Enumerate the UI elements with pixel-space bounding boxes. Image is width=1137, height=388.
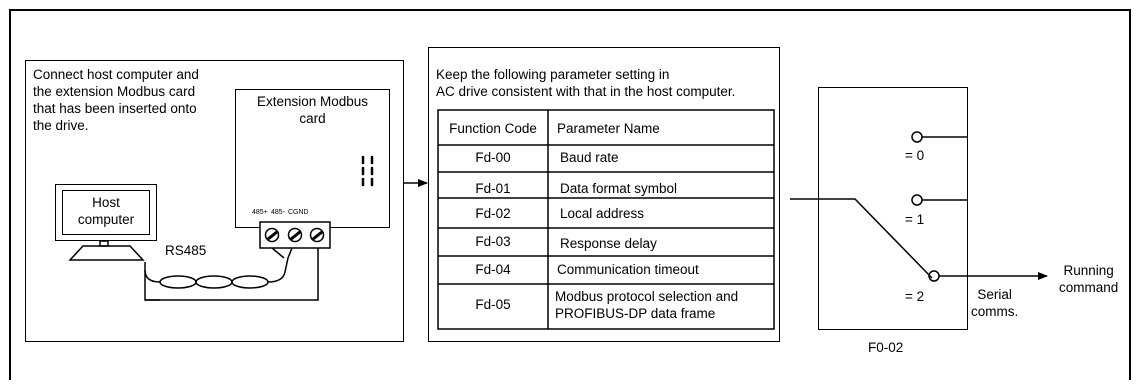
host-label-line: computer [77, 212, 135, 227]
table-cell-name: Data format symbol [560, 181, 678, 196]
switch-box [818, 87, 968, 330]
host-computer-screen [62, 190, 150, 235]
table-cell-name: Response delay [560, 236, 657, 251]
diagram-frame [9, 9, 1131, 380]
host-computer-label: Host computer [62, 194, 150, 228]
connection-text-line: the drive. [33, 118, 89, 133]
table-cell-code: Fd-03 [475, 234, 511, 249]
connection-text: Connect host computer and the extension … [33, 66, 199, 134]
running-command-label: Running command [1059, 262, 1118, 296]
table-cell-code: Fd-02 [475, 206, 511, 221]
host-label-line: Host [92, 195, 120, 210]
card-vent-slots [361, 155, 374, 187]
table-cell-name: Baud rate [560, 150, 619, 165]
switch-position-1-label: = 1 [905, 212, 925, 227]
connection-text-line: Connect host computer and [33, 67, 199, 82]
terminal-label-485minus: 485- [271, 209, 286, 216]
parameter-intro-line: AC drive consistent with that in the hos… [436, 84, 736, 99]
serial-comms-label: Serial comms. [971, 286, 1018, 320]
table-cell-name-line: PROFIBUS-DP data frame [555, 306, 716, 321]
table-cell-code: Fd-00 [475, 150, 511, 165]
table-cell-name: Modbus protocol selection and PROFIBUS-D… [555, 288, 738, 322]
connection-text-line: that has been inserted onto [33, 101, 197, 116]
table-cell-code: Fd-04 [475, 262, 511, 277]
switch-position-0-label: = 0 [905, 148, 925, 163]
switch-contacts [911, 131, 967, 282]
parameter-box [428, 47, 780, 342]
host-computer-stand [68, 240, 145, 261]
table-cell-name: Communication timeout [557, 262, 699, 277]
table-cell-name-line: Modbus protocol selection and [555, 289, 739, 304]
running-label-line: command [1059, 280, 1119, 295]
switch-lever [790, 198, 933, 279]
serial-label-line: comms. [971, 304, 1019, 319]
card-label-line: card [299, 111, 326, 126]
table-header-name: Parameter Name [557, 121, 660, 136]
table-header-code: Function Code [449, 121, 537, 136]
rs485-cable [144, 247, 319, 301]
connection-text-line: the extension Modbus card [33, 84, 196, 99]
card-label: Extension Modbus card [235, 93, 390, 127]
table-cell-code: Fd-01 [475, 181, 511, 196]
running-label-line: Running [1063, 263, 1114, 278]
terminal-label-cgnd: CGND [288, 209, 309, 216]
f0-02-label: F0-02 [868, 340, 904, 355]
switch-position-2-label: = 2 [905, 289, 925, 304]
parameter-table [437, 109, 775, 330]
parameter-intro-line: Keep the following parameter setting in [436, 67, 670, 82]
table-cell-code: Fd-05 [475, 297, 511, 312]
table-cell-name: Local address [560, 206, 645, 221]
rs485-label: RS485 [165, 243, 207, 258]
terminal-label-485plus: 485+ [252, 209, 268, 216]
parameter-intro: Keep the following parameter setting in … [436, 66, 735, 100]
terminal-block [259, 221, 331, 249]
card-label-line: Extension Modbus [256, 94, 369, 109]
serial-label-line: Serial [977, 287, 1012, 302]
